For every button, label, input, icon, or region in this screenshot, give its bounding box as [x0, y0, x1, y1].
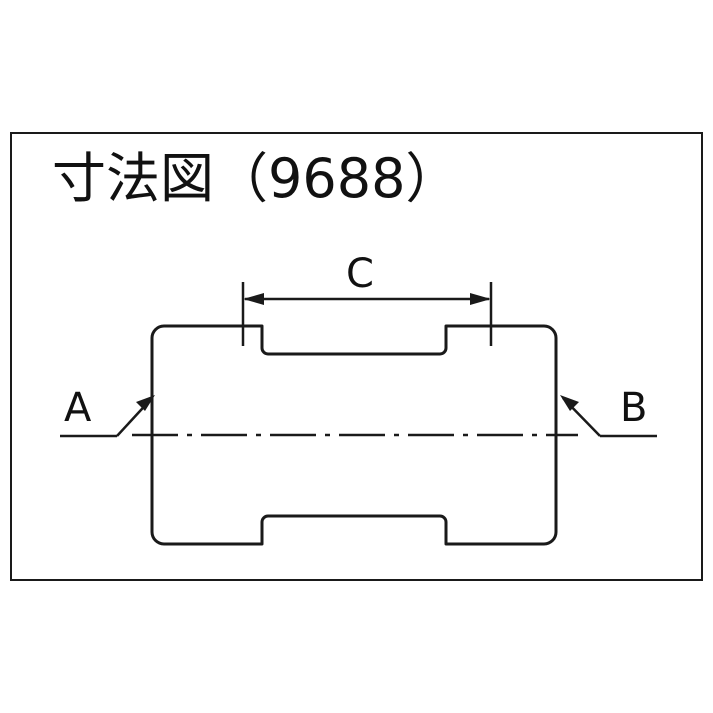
leader-arrow-a-icon — [136, 395, 155, 411]
arrow-right-icon — [470, 293, 491, 305]
arrow-left-icon — [243, 293, 264, 305]
part-outline-drawing — [60, 282, 657, 546]
part-outline-top — [150, 324, 558, 356]
dimension-label-a: A — [64, 385, 92, 431]
leader-arrow-b-icon — [560, 395, 579, 411]
drawing-title: 寸法図（9688） — [52, 147, 460, 210]
dimension-label-c: C — [346, 251, 374, 297]
dimension-label-b: B — [620, 385, 648, 431]
part-outline-bottom — [150, 356, 558, 546]
dimension-drawing-frame: 寸法図（9688） C A B — [10, 132, 703, 581]
